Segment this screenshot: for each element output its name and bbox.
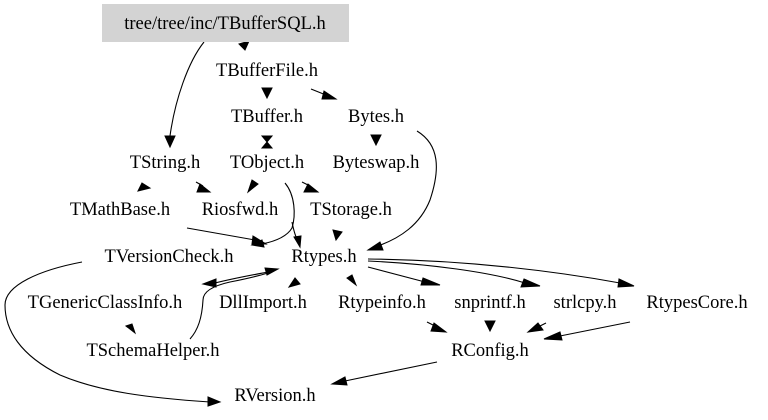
edge-rtypes-to-snprintf [367,266,426,283]
edge-tmathbase-to-rtypes [186,227,256,241]
edge-rconfig-to-rversion [344,361,438,382]
arrowhead-rtypescore [617,278,635,288]
edge-rtypes-to-strlcpy [367,260,526,284]
node-rconfig[interactable]: RConfig.h [451,341,529,361]
arrowhead-rconfig-from-strlcpy [526,322,544,333]
edges [4,40,635,407]
edge-root-to-tstring [169,41,205,137]
node-tstorage[interactable]: TStorage.h [310,200,392,220]
node-riosfwd[interactable]: Riosfwd.h [202,200,279,220]
node-rtypescore[interactable]: RtypesCore.h [646,293,747,313]
node-bytes[interactable]: Bytes.h [348,107,404,127]
edge-rtypescore-to-rconfig [559,321,631,337]
edge-tschemahelper-to-rtypes [189,272,269,340]
edge-rtypes-to-tgenericclassinfo [214,271,269,284]
arrowhead-byteswap [370,134,382,147]
arrowhead-rtypes-from-tstorage [332,229,343,242]
arrowhead-rversion-right [330,376,348,386]
root-node-label[interactable]: tree/tree/inc/TBufferSQL.h [124,14,326,34]
node-tgenericclassinfo[interactable]: TGenericClassInfo.h [28,293,183,313]
arrowhead-dllimport [287,277,301,288]
node-tobject[interactable]: TObject.h [230,153,304,173]
arrowhead-riosfwd [196,183,212,193]
arrowhead-rconfig-from-rtypeinfo [430,322,448,333]
node-tmathbase[interactable]: TMathBase.h [70,200,170,220]
arrowhead-snprintf [420,277,441,286]
arrowhead-rtypeinfo [346,274,358,287]
nodes: tree/tree/inc/TBufferSQL.h TBufferFile.h… [28,4,748,406]
node-tversioncheck[interactable]: TVersionCheck.h [105,247,234,267]
node-strlcpy[interactable]: strlcpy.h [553,293,616,313]
node-dllimport[interactable]: DllImport.h [219,293,307,313]
node-rversion[interactable]: RVersion.h [234,386,315,406]
arrowhead-tbuffer [261,87,273,100]
arrowhead-tmathbase [137,182,152,192]
node-root[interactable]: tree/tree/inc/TBufferSQL.h [102,4,349,42]
arrowhead-tobject [260,135,274,143]
arrowhead-rtypes-from-tmathbase [251,235,268,245]
edge-bytes-to-rtypes [377,130,437,247]
node-tbufferfile[interactable]: TBufferFile.h [216,61,318,81]
arrowhead-rtypes-from-bytes [366,241,384,251]
arrowhead-riosfwd-from-tobject [246,179,259,194]
node-tbuffer[interactable]: TBuffer.h [231,107,303,127]
node-rtypes[interactable]: Rtypes.h [291,247,356,267]
edge-tobject-to-rtypes [261,182,295,245]
arrowhead-rversion-left [207,396,222,407]
node-snprintf[interactable]: snprintf.h [454,293,525,313]
edge-tversioncheck-to-rversion [4,261,211,403]
arrowhead-tgenericclassinfo [201,278,217,288]
arrowhead-tbuffer-back [260,141,274,149]
root-node-box [102,4,349,42]
arrowhead-root-tbufferfile [238,40,250,51]
arrowhead-bytes [321,90,338,100]
arrowhead-tschemahelper [124,323,136,335]
node-tschemahelper[interactable]: TSchemaHelper.h [86,341,219,361]
arrowhead-rtypes-from-tobject [293,235,302,249]
arrowhead-rtypes-from-tschemahelper [264,267,280,276]
arrowhead-tstorage [303,183,320,193]
node-byteswap[interactable]: Byteswap.h [333,153,420,173]
node-tstring[interactable]: TString.h [130,153,200,173]
arrowhead-rconfig-from-snprintf [484,320,496,333]
arrowhead-rconfig-from-rtypescore [543,331,563,341]
node-rtypeinfo[interactable]: Rtypeinfo.h [338,293,426,313]
arrowhead-strlcpy [520,278,541,288]
arrowhead-tstring [164,135,176,149]
edge-rtypes-to-rtypescore [367,258,621,284]
